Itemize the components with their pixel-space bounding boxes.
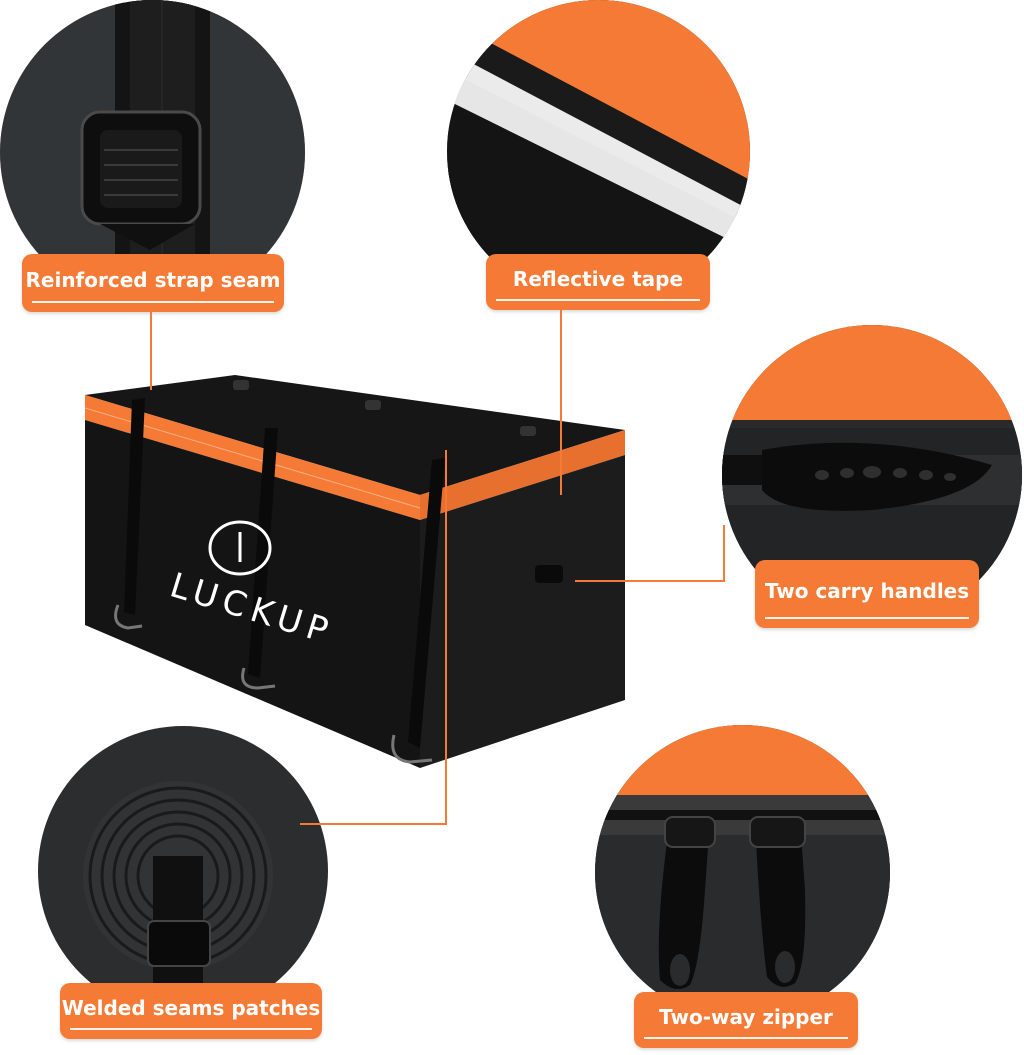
reflective-tape-label: Reflective tape bbox=[486, 254, 710, 310]
connector-strap bbox=[150, 312, 152, 390]
zipper-label: Two-way zipper bbox=[634, 992, 858, 1048]
cargo-bag-product: LUCKUP bbox=[80, 370, 640, 780]
connector-handle-h bbox=[575, 580, 725, 582]
zipper-label-text: Two-way zipper bbox=[659, 1005, 833, 1029]
welded-patches-label: Welded seams patches bbox=[60, 983, 322, 1039]
connector-patch-v bbox=[445, 450, 447, 825]
connector-handle-v bbox=[723, 525, 725, 582]
carry-handles-label: Two carry handles bbox=[755, 560, 979, 628]
welded-patch-closeup bbox=[38, 726, 328, 1016]
strap-seam-closeup bbox=[0, 0, 305, 305]
strap-seam-label: Reinforced strap seam bbox=[22, 254, 284, 312]
connector-patch-h bbox=[300, 823, 447, 825]
reflective-tape-label-text: Reflective tape bbox=[512, 267, 684, 291]
zipper-closeup bbox=[595, 725, 890, 1020]
connector-tape bbox=[560, 310, 562, 495]
strap-seam-label-text: Reinforced strap seam bbox=[25, 268, 281, 292]
carry-handles-label-text: Two carry handles bbox=[764, 579, 970, 603]
welded-patches-label-text: Welded seams patches bbox=[61, 996, 321, 1020]
